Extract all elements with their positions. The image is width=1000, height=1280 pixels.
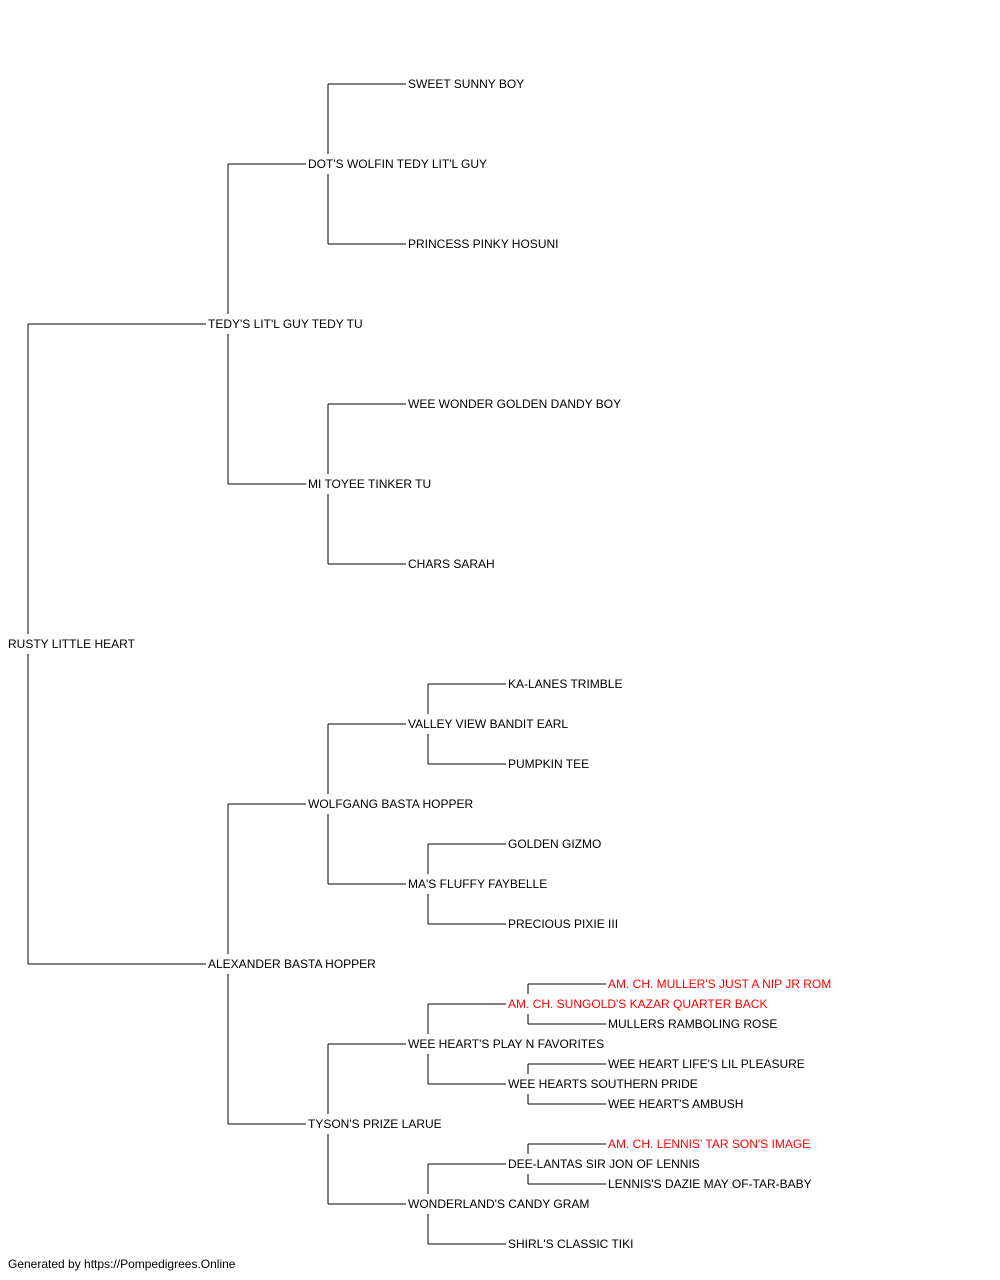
pedigree-name-dam-dam: TYSON'S PRIZE LARUE	[308, 1117, 442, 1131]
pedigree-name-dam: ALEXANDER BASTA HOPPER	[208, 957, 376, 971]
pedigree-name-dam-sire-sire-sire: KA-LANES TRIMBLE	[508, 677, 622, 691]
pedigree-name-dam-dam-sire-sire-dam: MULLERS RAMBOLING ROSE	[608, 1017, 777, 1031]
pedigree-name-dam-dam-dam-dam: SHIRL'S CLASSIC TIKI	[508, 1237, 633, 1251]
pedigree-name-dam-dam-sire: WEE HEART'S PLAY N FAVORITES	[408, 1037, 604, 1051]
pedigree-name-dam-dam-sire-dam-sire: WEE HEART LIFE'S LIL PLEASURE	[608, 1057, 805, 1071]
pedigree-name-dam-dam-sire-sire-sire: AM. CH. MULLER'S JUST A NIP JR ROM	[608, 977, 831, 991]
pedigree-name-sire-sire-dam: PRINCESS PINKY HOSUNI	[408, 237, 558, 251]
footer-credit: Generated by https://Pompedigrees.Online	[8, 1257, 236, 1271]
pedigree-name-sire-dam-sire: WEE WONDER GOLDEN DANDY BOY	[408, 397, 621, 411]
pedigree-name-dam-sire-dam-dam: PRECIOUS PIXIE III	[508, 917, 618, 931]
pedigree-name-sire-sire-sire: SWEET SUNNY BOY	[408, 77, 524, 91]
pedigree-name-dam-sire-dam-sire: GOLDEN GIZMO	[508, 837, 601, 851]
pedigree-name-dam-sire-dam: MA'S FLUFFY FAYBELLE	[408, 877, 547, 891]
pedigree-name-dam-dam-sire-sire: AM. CH. SUNGOLD'S KAZAR QUARTER BACK	[508, 997, 767, 1011]
pedigree-name-dam-sire-sire-dam: PUMPKIN TEE	[508, 757, 589, 771]
pedigree-name-subject: RUSTY LITTLE HEART	[8, 637, 136, 651]
pedigree-name-sire-sire: DOT'S WOLFIN TEDY LIT'L GUY	[308, 157, 487, 171]
pedigree-name-dam-dam-dam-sire-sire: AM. CH. LENNIS' TAR SON'S IMAGE	[608, 1137, 810, 1151]
pedigree-name-sire: TEDY'S LIT'L GUY TEDY TU	[208, 317, 363, 331]
pedigree-name-dam-sire: WOLFGANG BASTA HOPPER	[308, 797, 473, 811]
pedigree-name-sire-dam-dam: CHARS SARAH	[408, 557, 495, 571]
pedigree-name-dam-sire-sire: VALLEY VIEW BANDIT EARL	[408, 717, 568, 731]
pedigree-name-dam-dam-sire-dam-dam: WEE HEART'S AMBUSH	[608, 1097, 743, 1111]
pedigree-name-sire-dam: MI TOYEE TINKER TU	[308, 477, 431, 491]
pedigree-name-dam-dam-dam-sire-dam: LENNIS'S DAZIE MAY OF-TAR-BABY	[608, 1177, 812, 1191]
pedigree-name-dam-dam-sire-dam: WEE HEARTS SOUTHERN PRIDE	[508, 1077, 698, 1091]
pedigree-name-dam-dam-dam-sire: DEE-LANTAS SIR JON OF LENNIS	[508, 1157, 700, 1171]
pedigree-name-dam-dam-dam: WONDERLAND'S CANDY GRAM	[408, 1197, 589, 1211]
